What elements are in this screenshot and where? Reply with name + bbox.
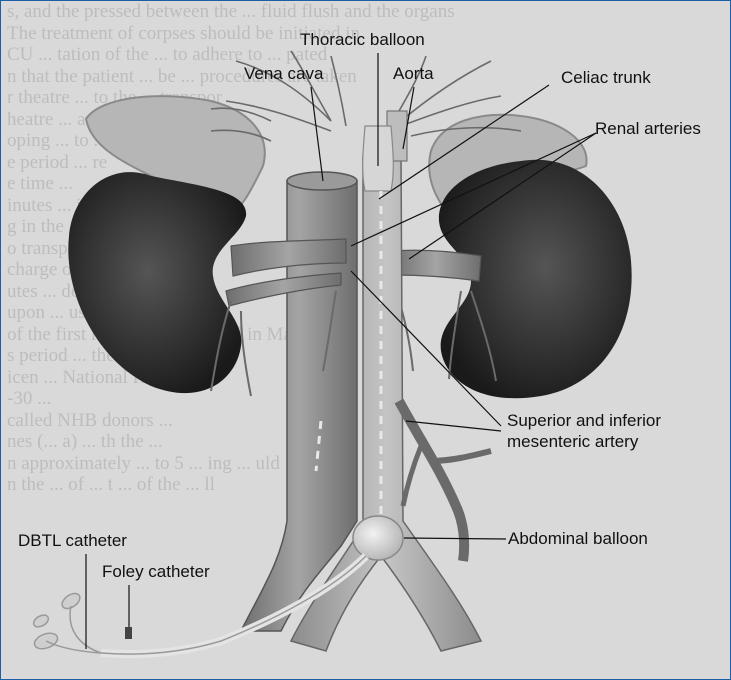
- label-aorta: Aorta: [393, 64, 434, 83]
- label-celiac-trunk: Celiac trunk: [561, 68, 651, 87]
- dbtl-catheter-connectors: [32, 590, 101, 653]
- label-vena-cava: Vena cava: [244, 64, 324, 83]
- abdominal-balloon-shape: [353, 516, 403, 560]
- left-kidney: [68, 172, 246, 393]
- label-abdominal-balloon: Abdominal balloon: [508, 529, 648, 548]
- label-renal-arteries: Renal arteries: [595, 119, 701, 138]
- label-dbtl-catheter: DBTL catheter: [18, 531, 127, 550]
- foley-catheter-tip: [125, 627, 132, 639]
- label-thoracic-balloon: Thoracic balloon: [300, 30, 425, 49]
- label-mesenteric-line2: mesenteric artery: [507, 432, 639, 451]
- label-mesenteric-line1: Superior and inferior: [507, 411, 661, 430]
- label-foley-catheter: Foley catheter: [102, 562, 210, 581]
